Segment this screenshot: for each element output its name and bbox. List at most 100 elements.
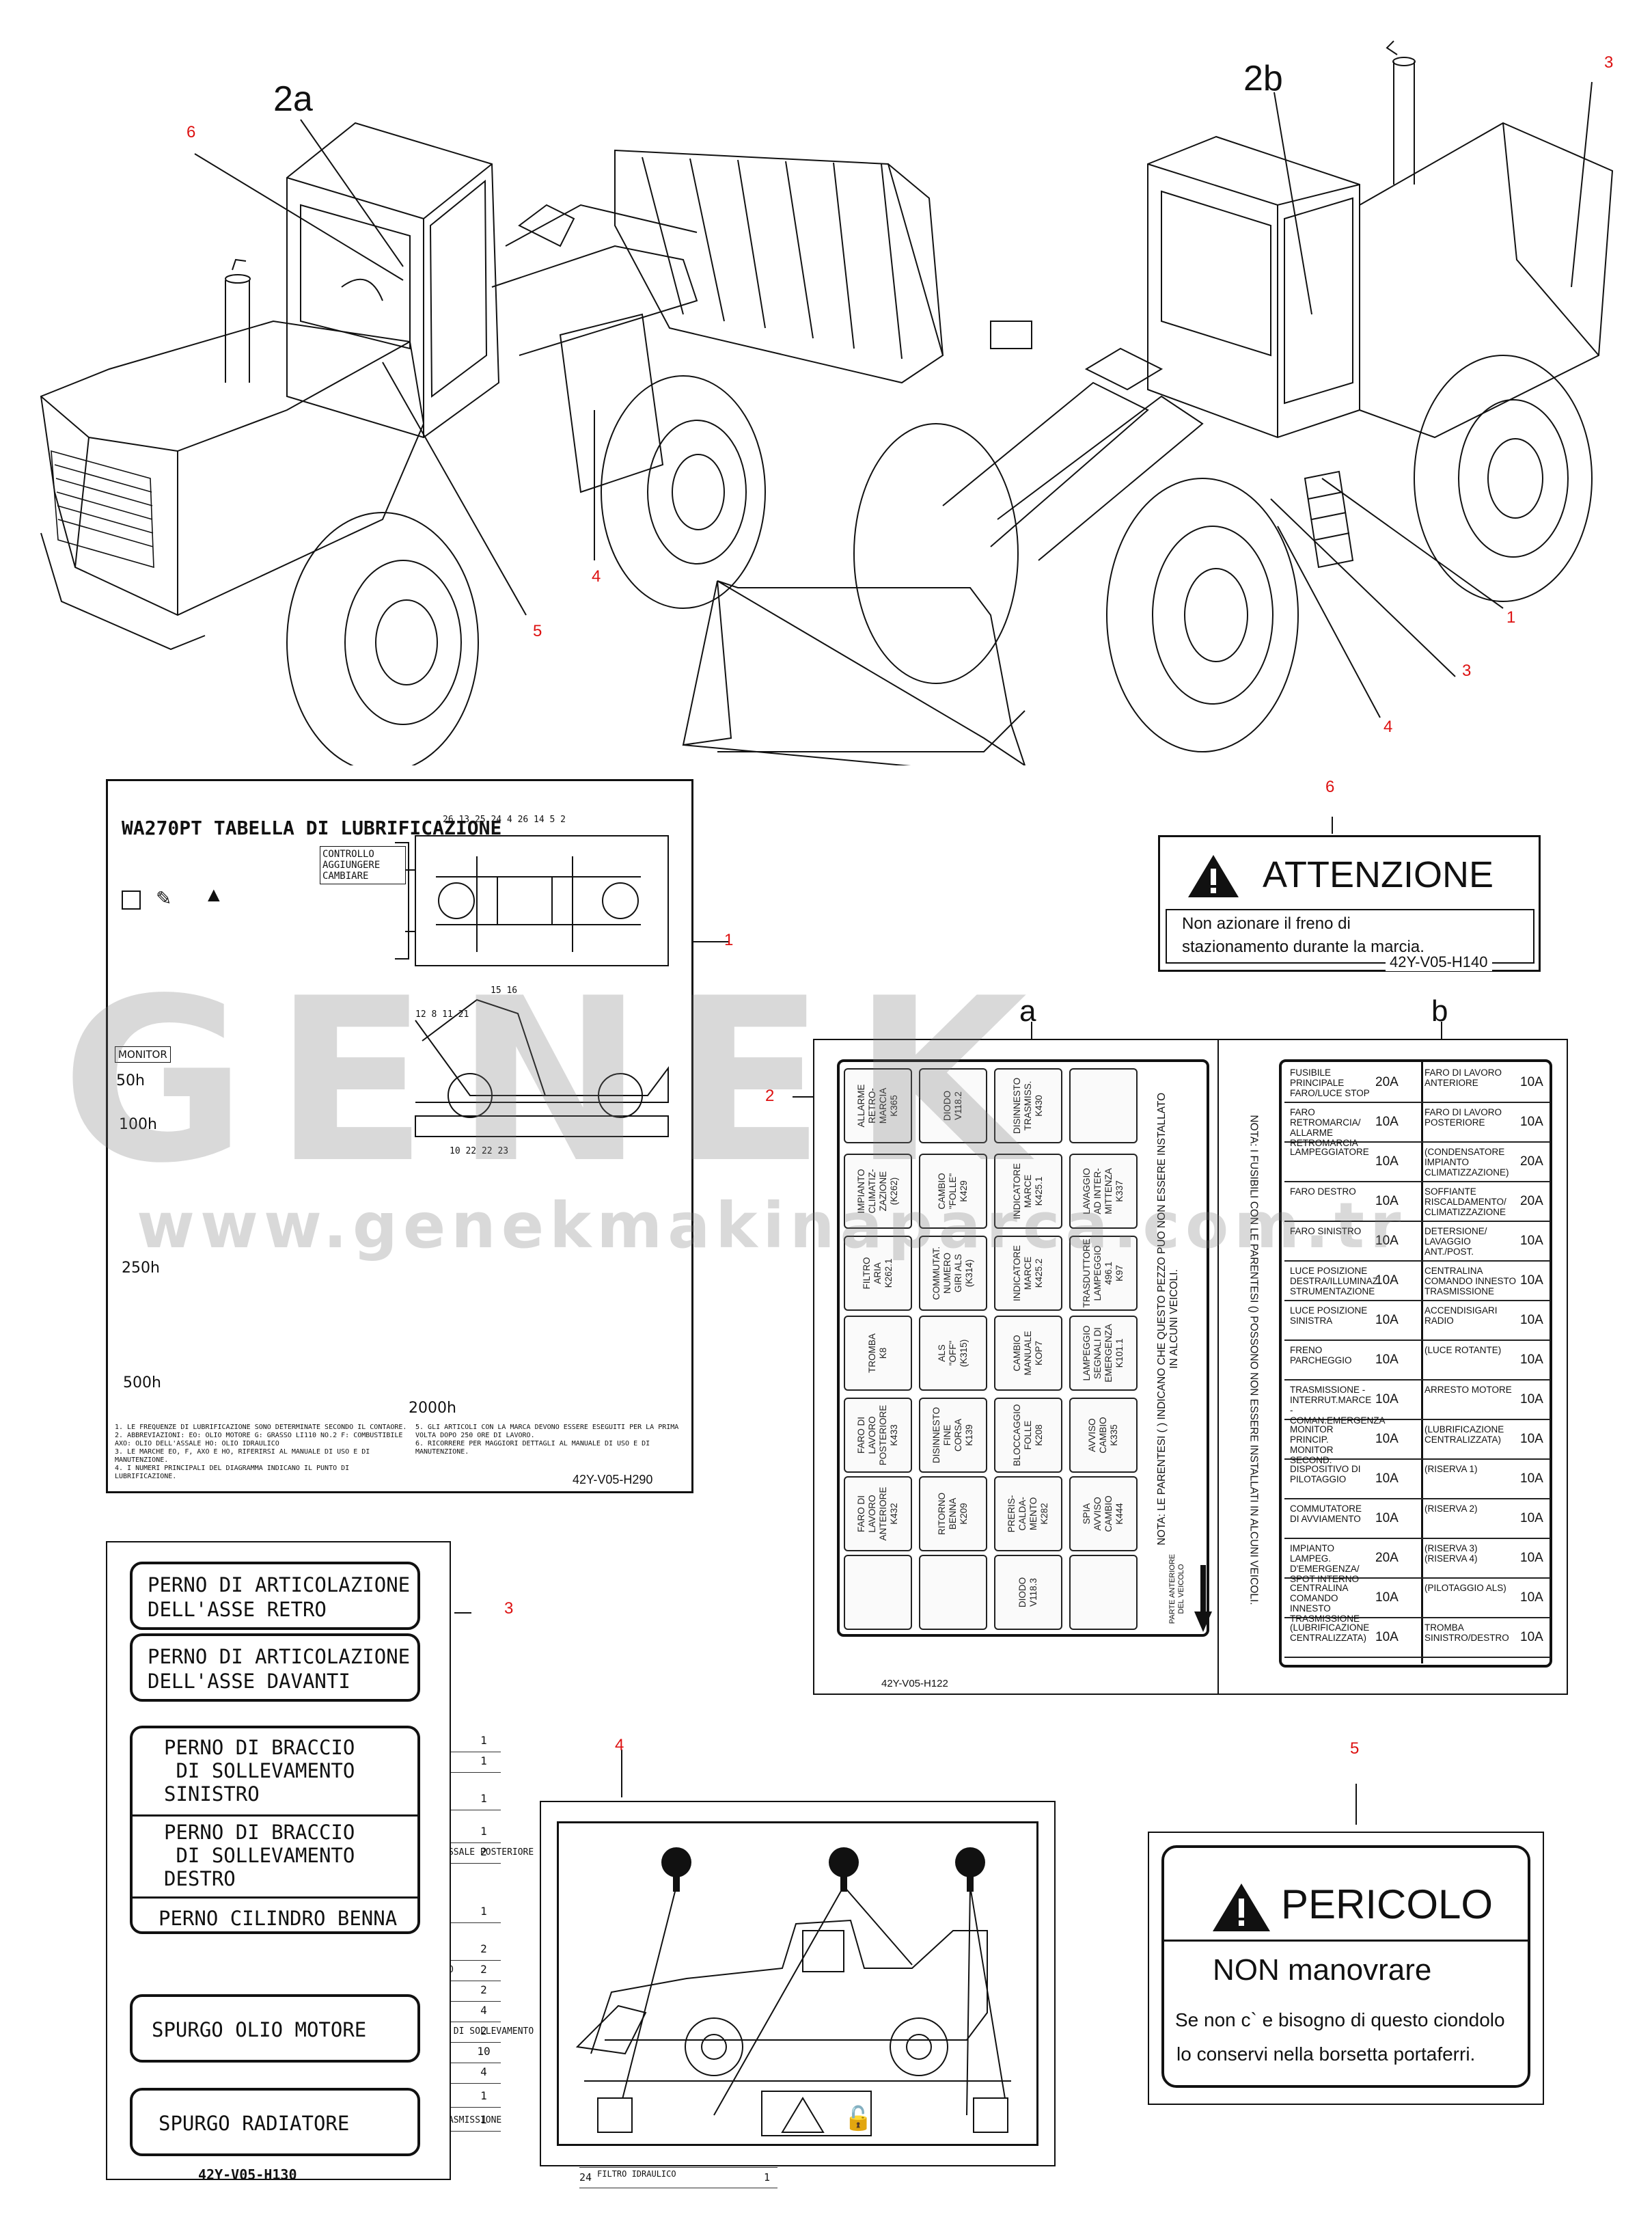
interval-100h: 100h [119,1116,157,1133]
fuse-a-note-text: NOTA: LE PARENTESI ( ) INDICANO CHE QUES… [1156,1092,1180,1546]
fuse-right-label: ARRESTO MOTORE [1424,1385,1512,1395]
fuse-right-amp: 10A [1520,1075,1543,1089]
pericolo-sheet [1148,1832,1544,2105]
lock-icon: 🔓 [844,2106,873,2132]
lub-row-qty: 2 [480,1845,487,1858]
fuse-slot: IMPIANTO CLIMATIZ- ZAZIONE (K262) [844,1154,912,1229]
fuse-slot: CAMBIO "FOLLE" K429 [919,1154,987,1229]
fuse-slot-label: INDICATORE MARCE K425.1 [1012,1162,1044,1220]
fuse-left-label: DISPOSITIVO DI PILOTAGGIO [1290,1464,1361,1484]
fuse-slot-label: BLOCCAGGIO FOLLE K208 [1012,1404,1044,1467]
fuse-b-note-text: NOTA: I FUSIBILI CON LE PARENTESI () POS… [1248,1115,1260,1605]
lub-row-qty: 2 [480,1963,487,1976]
lub-row-qty: 4 [480,2065,487,2078]
pericolo-frame [1161,1845,1530,2088]
fuse-left-label: LUCE POSIZIONE SINISTRA [1290,1305,1368,1326]
attenzione-title: ATTENZIONE [1263,854,1494,895]
fuse-left-amp: 10A [1375,1630,1399,1644]
fuse-slot: FARO DI LAVORO POSTERIORE K433 [844,1398,912,1473]
lub-header-change: CAMBIARE [322,871,369,882]
attenzione-code: 42Y-V05-H140 [1386,953,1492,971]
fuse-slot-label: CAMBIO MANUALE KOP7 [1012,1331,1044,1376]
fuse-right-label: DETERSIONE/ LAVAGGIO ANT./POST. [1424,1226,1487,1257]
interval-500h: 500h [123,1374,161,1391]
lub-row-qty: 1 [480,2113,487,2126]
attenzione-box: Non azionare il freno di stazionamento d… [1166,909,1534,964]
fuse-label-a: a [1019,994,1036,1028]
left-loader-drawing [40,122,944,765]
fuse-right-label: (RISERVA 3) (RISERVA 4) [1424,1543,1478,1564]
fuse-left-amp: 10A [1375,1313,1399,1327]
attenzione-sign: ATTENZIONE Non azionare il freno di staz… [1158,835,1541,972]
svg-text:15 16: 15 16 [491,985,517,996]
fuse-left-amp: 10A [1375,1352,1399,1367]
fuse-slot-label: PRERIS- CALDA- MENTO K282 [1006,1495,1049,1533]
fuse-a-note: NOTA: LE PARENTESI ( ) INDICANO CHE QUES… [1148,1080,1189,1558]
fuse-slot: DISINNESTO FINE CORSA K139 [919,1398,987,1473]
grease-gun-icon: ✎ [156,888,172,909]
fuse-left-amp: 10A [1375,1234,1399,1248]
fuse-slot: FILTRO ARIA K262.1 [844,1236,912,1311]
fuse-slot-label: TRASDUTTORE LAMPEGGIO 496.1 K97 [1082,1238,1125,1308]
fuse-left-amp: 20A [1375,1551,1399,1565]
fuse-left-label: CENTRALINA COMANDO INNESTO TRASMISSIONE [1290,1583,1360,1624]
pericolo-line1: NON manovrare [1213,1953,1432,1987]
pericolo-line2: Se non c` e bisogno di questo ciondolo [1175,2009,1505,2030]
fuse-slot: FARO DI LAVORO ANTERIORE K432 [844,1476,912,1551]
fuse-right-amp: 20A [1520,1154,1543,1169]
fuse-a-front-text: PARTE ANTERIORE DEL VEICOLO [1168,1553,1185,1624]
fuse-row: LUCE POSIZIONE DESTRA/ILLUMINAZ. STRUMEN… [1284,1263,1550,1301]
fuse-right-label: (CONDENSATORE IMPIANTO CLIMATIZZAZIONE) [1424,1147,1509,1178]
fuse-right-amp: 10A [1520,1551,1543,1565]
warning-triangle-icon [1186,852,1241,903]
lub-code: 42Y-V05-H290 [573,1473,653,1486]
fuse-slot-label: IMPIANTO CLIMATIZ- ZAZIONE (K262) [856,1169,899,1214]
fuse-panel-divider [1217,1040,1219,1694]
fuse-b-middle-divider [1421,1062,1423,1663]
fuse-left-amp: 10A [1375,1194,1399,1208]
fuse-slot-label: INDICATORE MARCE K425.2 [1012,1244,1044,1302]
lub-row-qty: 2 [480,1983,487,1996]
fuse-right-label: (LUCE ROTANTE) [1424,1345,1502,1355]
fuse-b-note: NOTA: I FUSIBILI CON LE PARENTESI () POS… [1230,1066,1278,1654]
fuse-slot: INDICATORE MARCE K425.2 [994,1236,1062,1311]
plate-engine-oil-drain: SPURGO OLIO MOTORE [130,1994,420,2063]
fuse-slot-label: COMMUTAT. NUMERO GIRI ALS (K314) [931,1246,974,1301]
fuse-left-label: FARO DESTRO [1290,1186,1356,1197]
fuse-left-label: (LUBRIFICAZIONE CENTRALIZZATA) [1290,1622,1370,1643]
fuse-right-amp: 10A [1520,1392,1543,1406]
fuse-slot [1069,1068,1138,1143]
fuse-slot: BLOCCAGGIO FOLLE K208 [994,1398,1062,1473]
fuse-row: MONITOR PRINCIP. MONITOR SECOND.10A(LUBR… [1284,1422,1550,1465]
fuse-left-label: FRENO PARCHEGGIO [1290,1345,1352,1365]
lifting-diagram [575,1847,1011,2136]
lub-header-check: CONTROLLO AGGIUNGERE [322,849,381,871]
lub-machine-diagram: 26 13 25 24 4 26 14 5 2 15 16 12 8 11 21… [395,815,669,1156]
pericolo-line3: lo conservi nella borsetta portaferri. [1176,2043,1476,2065]
fuse-slot: COMMUTAT. NUMERO GIRI ALS (K314) [919,1236,987,1311]
fuse-box-b [1279,1059,1552,1668]
callout-5-left: 5 [533,622,542,640]
fuse-slot: TRASDUTTORE LAMPEGGIO 496.1 K97 [1069,1236,1138,1311]
fuse-right-amp: 10A [1520,1590,1543,1605]
lub-row-qty: 4 [480,2004,487,2017]
fuse-left-amp: 10A [1375,1432,1399,1446]
lub-row-qty: 2 [480,1942,487,1955]
plate-arm-left: PERNO DI BRACCIO DI SOLLEVAMENTO SINISTR… [164,1736,355,1806]
pericolo-title: PERICOLO [1281,1881,1493,1927]
fuse-slot: INDICATORE MARCE K425.1 [994,1154,1062,1229]
fuse-left-amp: 10A [1375,1273,1399,1288]
pericolo-header-rule [1164,1940,1528,1942]
fuse-right-amp: 10A [1520,1273,1543,1288]
fuse-right-amp: 10A [1520,1432,1543,1446]
fuse-right-label: CENTRALINA COMANDO INNESTO TRASMISSIONE [1424,1266,1517,1296]
filter-box-icon [122,890,141,910]
fuse-right-amp: 10A [1520,1471,1543,1486]
lub-note-4: 4. I NUMERI PRINCIPALI DEL DIAGRAMMA IND… [115,1465,350,1480]
fuse-left-amp: 10A [1375,1511,1399,1525]
